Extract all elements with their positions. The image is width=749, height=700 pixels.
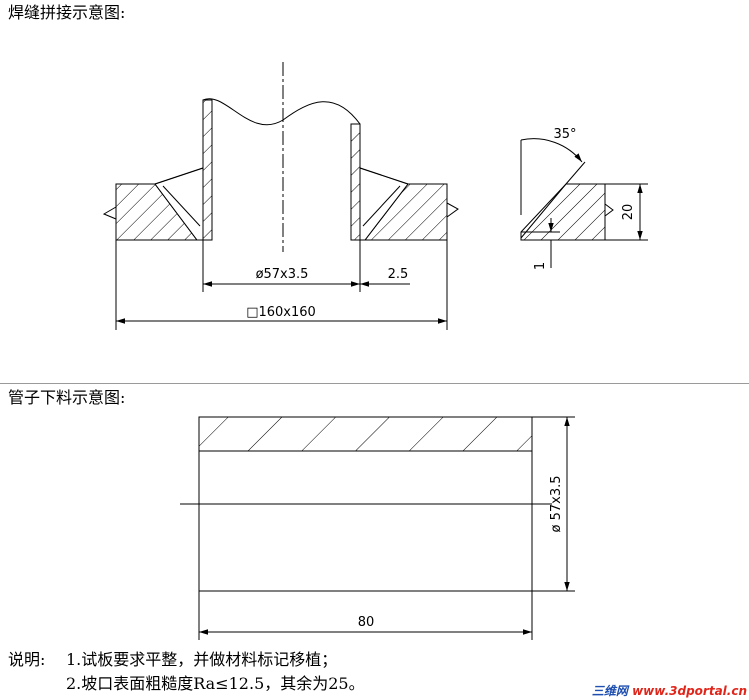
gap-dimension: 2.5 [388,267,409,282]
pipe-length-dimension: 80 [358,615,375,630]
note-item-1: 1.试板要求平整，并做材料标记移植； [66,650,338,669]
section-divider [0,383,749,384]
plate-break-right [446,202,459,218]
watermark-url: www.3dportal.cn [632,684,747,698]
notes-block: 说明: 1.试板要求平整，并做材料标记移植； 2.坡口表面粗糙度Ra≤12.5，… [8,648,365,696]
pipe-diameter-vertical-dimension: ø 57x3.5 [549,476,564,533]
plate-size-dimension: □160x160 [246,305,316,320]
weld-joint-drawing [102,62,459,330]
pipe-wall-left [202,99,213,241]
bevel-angle-dimension: 35° [553,127,576,142]
bevel-detail-drawing [520,138,648,268]
pipe-cut-drawing [180,416,575,640]
pipe-section-hatch [198,416,533,452]
watermark-site-name: 三维网 [591,684,628,698]
pipe-diameter-dimension: ø57x3.5 [256,267,309,282]
weld-diagram-title: 焊缝拼接示意图: [8,3,126,22]
pipe-diagram-title: 管子下料示意图: [8,388,126,407]
notes-label: 说明: [8,650,46,669]
pipe-wall-right [350,123,361,241]
pipe-break-line [202,98,361,126]
bevel-angle-arc [520,138,583,163]
note-item-2: 2.坡口表面粗糙度Ra≤12.5，其余为25。 [66,674,365,693]
root-face-dimension: 1 [533,262,548,270]
site-watermark: 三维网 www.3dportal.cn [592,682,747,699]
plate-break-left [102,206,117,220]
thickness-dimension: 20 [621,204,636,221]
